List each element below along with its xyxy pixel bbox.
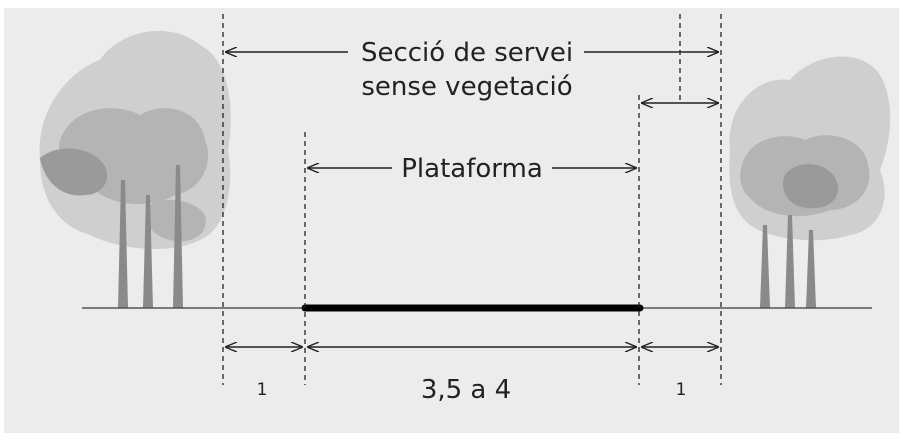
right-trees-illustration: [729, 56, 891, 308]
right-margin-value: 1: [676, 380, 687, 400]
left-tree-trunk: [173, 165, 183, 308]
left-tree-canopy-front: [40, 148, 108, 196]
service-section-label-line1: Secció de servei: [361, 38, 573, 68]
platform-width-value: 3,5 a 4: [421, 375, 511, 405]
dashed-guides: [222, 14, 722, 385]
platform-label: Plataforma: [401, 154, 543, 184]
left-trees-illustration: [39, 30, 231, 308]
right-tree-canopy-front: [782, 164, 839, 209]
left-tree-trunk: [143, 195, 153, 308]
left-margin-value: 1: [257, 380, 268, 400]
right-tree-trunk: [806, 230, 816, 308]
right-tree-trunk: [785, 215, 795, 308]
service-section-label-line2: sense vegetació: [361, 72, 572, 102]
left-tree-trunk: [118, 180, 128, 308]
right-tree-trunk: [760, 225, 770, 308]
